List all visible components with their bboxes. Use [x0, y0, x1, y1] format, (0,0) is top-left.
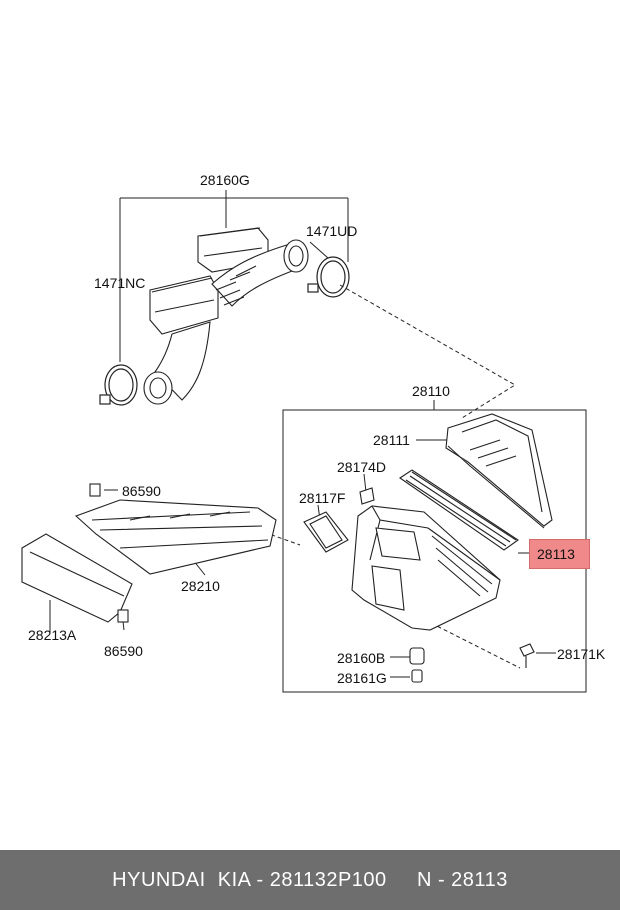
label-28160G: 28160G: [200, 172, 250, 188]
footer-gap: [387, 869, 417, 891]
label-28213A: 28213A: [28, 627, 77, 643]
label-86590-bottom: 86590: [104, 643, 143, 659]
footer-n-label: N - 28113: [416, 869, 508, 891]
clamp-1471NC: [99, 364, 138, 406]
label-28161G: 28161G: [337, 670, 387, 686]
footer-part-number: 281132P100: [269, 869, 387, 891]
intake-duct-28210: [74, 483, 277, 575]
label-28117F: 28117F: [299, 490, 346, 506]
pipe-28174D: [359, 487, 375, 505]
bolt-28171K: [519, 643, 535, 668]
parts-diagram: [21, 190, 587, 693]
footer-separator: -: [250, 869, 270, 891]
label-28174D: 28174D: [337, 459, 387, 475]
filter-element-28113: [399, 469, 519, 551]
air-cleaner-lower-case: [351, 505, 501, 631]
screw-86590-top: [89, 483, 101, 497]
footer-brand: HYUNDAI KIA: [112, 869, 251, 891]
label-1471NC: 1471NC: [94, 275, 146, 291]
label-86590-top: 86590: [122, 483, 161, 499]
grommet-28160B: [409, 647, 425, 665]
air-cleaner-cover-28111: [445, 413, 553, 529]
screw-86590-bottom: [117, 609, 129, 623]
clamp-1471UD: [307, 256, 350, 298]
label-28111: 28111: [373, 432, 410, 448]
cover-28213A: [21, 533, 133, 623]
bracket-28160G: [119, 190, 349, 362]
highlight-28113: [529, 539, 590, 569]
label-28171K: 28171K: [557, 646, 606, 662]
label-28160B: 28160B: [337, 650, 386, 666]
label-28113: 28113: [537, 546, 575, 562]
label-1471UD: 1471UD: [306, 223, 358, 239]
label-28110: 28110: [412, 383, 450, 399]
footer-bar: HYUNDAI KIA - 281132P100 N - 28113: [0, 850, 620, 910]
collar-28161G: [411, 669, 423, 683]
air-duct-28160G: [143, 227, 309, 405]
label-28210: 28210: [181, 578, 220, 594]
